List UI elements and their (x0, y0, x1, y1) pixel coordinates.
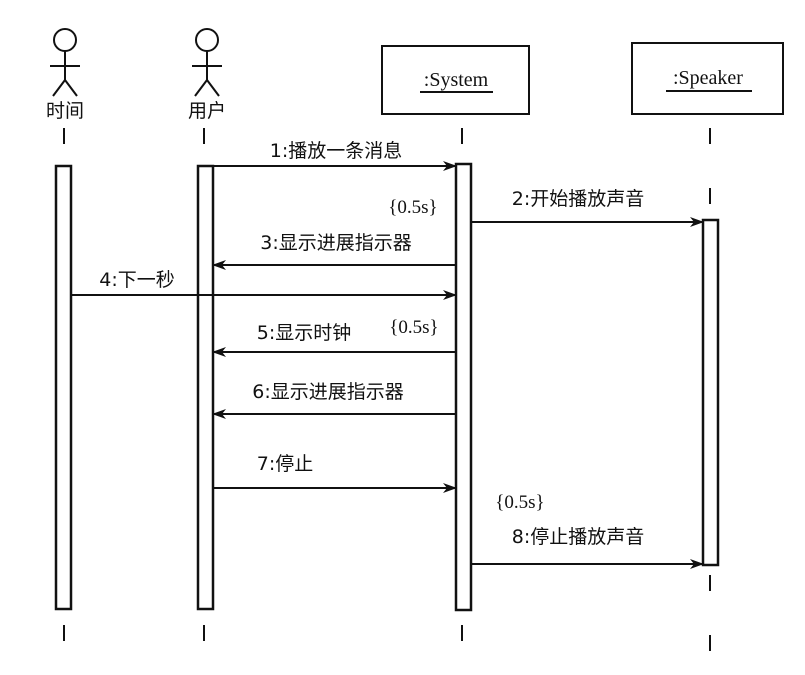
object-label-system: :System (424, 69, 489, 91)
actor-time: 时间 (46, 28, 84, 122)
activation-bar-system (454, 162, 473, 612)
timing-constraint: {0.5s} (388, 197, 437, 218)
object-speaker: :Speaker (631, 42, 784, 115)
message-3: 3:显示进展指示器 (212, 232, 456, 270)
activation-bar-time (54, 164, 73, 611)
stick-figure-icon (50, 28, 80, 97)
lifelines (63, 128, 711, 655)
message-label: 7:停止 (257, 453, 314, 475)
message-label: 6:显示进展指示器 (252, 381, 404, 403)
message-8: 8:停止播放声音 (471, 526, 704, 569)
message-7: 7:停止 (213, 453, 457, 493)
actor-label-time: 时间 (46, 100, 84, 122)
message-label: 5:显示时钟 (257, 322, 352, 344)
object-system: :System (381, 45, 530, 115)
message-2: 2:开始播放声音 (471, 188, 704, 227)
message-label: 4:下一秒 (99, 269, 175, 291)
activation-bar-user (196, 164, 215, 611)
actor-user: 用户 (188, 28, 226, 122)
timing-constraint: {0.5s} (495, 492, 544, 513)
message-1: 1:播放一条消息 (213, 140, 457, 171)
timing-constraint: {0.5s} (389, 317, 438, 338)
actor-label-user: 用户 (188, 100, 226, 122)
message-label: 1:播放一条消息 (270, 140, 403, 162)
message-label: 8:停止播放声音 (512, 526, 645, 548)
message-6: 6:显示进展指示器 (212, 381, 456, 419)
object-label-speaker: :Speaker (673, 67, 743, 89)
message-label: 2:开始播放声音 (512, 188, 645, 210)
activation-bar-speaker (701, 218, 720, 567)
stick-figure-icon (192, 28, 222, 97)
message-label: 3:显示进展指示器 (260, 232, 412, 254)
message-4: 4:下一秒 (71, 269, 457, 300)
message-5: 5:显示时钟 (212, 322, 456, 357)
